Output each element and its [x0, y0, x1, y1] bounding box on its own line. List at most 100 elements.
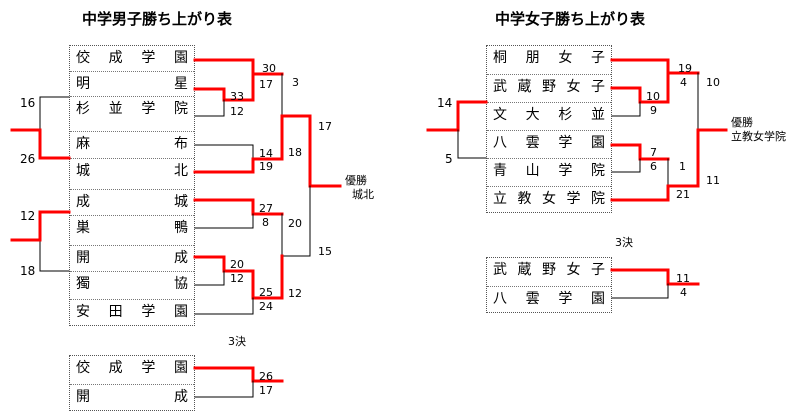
score-label: 1	[679, 160, 686, 173]
team-name: 杉並学院	[76, 101, 188, 117]
score-label: 30	[262, 62, 276, 75]
team-row: 開成	[70, 245, 194, 271]
team-row: 八雲学園	[487, 286, 611, 312]
team-name: 麻布	[76, 136, 188, 152]
team-name: 佼成学園	[76, 360, 188, 376]
score-label: 17	[318, 120, 332, 133]
team-name: 青山学院	[493, 163, 605, 179]
team-name: 武蔵野女子	[493, 79, 605, 95]
girls-title: 中学女子勝ち上がり表	[495, 10, 646, 28]
score-label: 9	[650, 104, 657, 117]
win-line	[610, 143, 670, 161]
bracket-line	[611, 283, 669, 299]
score-label: 14	[259, 147, 273, 160]
score-label: 10	[646, 90, 660, 103]
win-line	[193, 198, 284, 216]
win-line	[426, 100, 488, 132]
score-label: 26	[20, 152, 35, 166]
score-label: 5	[445, 152, 453, 166]
team-name: 開成	[76, 250, 188, 266]
winner-name: 立教女学院	[731, 129, 786, 143]
bracket-line	[457, 129, 487, 159]
bracket-line	[611, 158, 641, 173]
win-line	[193, 366, 284, 383]
score-label: 8	[262, 216, 269, 229]
team-name: 成城	[76, 194, 188, 210]
score-label: 25	[259, 286, 273, 299]
score-label: 24	[259, 300, 273, 313]
team-row: 佼成学園	[70, 46, 194, 71]
win-line	[193, 255, 284, 300]
score-label: 17	[259, 78, 273, 91]
team-row: 麻布	[70, 131, 194, 157]
team-row: 文大杉並	[487, 102, 611, 128]
bracket-line	[194, 380, 254, 398]
team-row: 立教女学院	[487, 186, 611, 212]
score-label: 11	[676, 272, 690, 285]
team-row: 杉並学院	[70, 96, 194, 122]
score-label: 12	[230, 105, 244, 118]
girls-team-list: 桐朋女子 武蔵野女子 文大杉並 八雲学園 青山学院 立教女学院	[486, 45, 612, 213]
win-line	[280, 114, 342, 188]
boys-third-list: 佼成学園 開成	[69, 355, 195, 411]
team-row: 巣鴨	[70, 215, 194, 241]
team-row: 成城	[70, 189, 194, 215]
team-name: 巣鴨	[76, 220, 188, 236]
team-row: 武蔵野女子	[487, 258, 611, 283]
score-label: 19	[678, 62, 692, 75]
score-label: 20	[230, 258, 244, 271]
score-label: 18	[288, 146, 302, 159]
score-label: 33	[230, 90, 244, 103]
bracket-line	[194, 297, 254, 315]
third-place-label: 3決	[228, 335, 246, 348]
team-row: 獨協	[70, 271, 194, 297]
team-row: 佼成学園	[70, 356, 194, 381]
win-line	[696, 128, 728, 188]
bracket-line	[611, 101, 641, 117]
score-label: 4	[680, 286, 687, 299]
team-row: 明星	[70, 71, 194, 97]
bracket-line	[194, 144, 254, 160]
score-label: 20	[288, 217, 302, 230]
score-label: 19	[259, 160, 273, 173]
girls-third-list: 武蔵野女子 八雲学園	[486, 257, 612, 313]
score-label: 26	[259, 370, 273, 383]
team-name: 八雲学園	[493, 291, 605, 307]
team-row: 城北	[70, 158, 194, 184]
score-label: 12	[20, 209, 35, 223]
team-name: 安田学園	[76, 304, 188, 320]
team-name: 明星	[76, 76, 188, 92]
team-name: 開成	[76, 389, 188, 405]
win-line	[193, 157, 284, 174]
bracket-line	[281, 185, 311, 257]
bracket-line	[194, 213, 254, 229]
win-line	[610, 58, 700, 75]
team-name: 立教女学院	[493, 191, 605, 207]
team-row: 開成	[70, 384, 194, 410]
team-name: 八雲学園	[493, 135, 605, 151]
team-name: 城北	[76, 163, 188, 179]
score-label: 6	[650, 160, 657, 173]
team-row: 青山学院	[487, 158, 611, 184]
score-label: 14	[437, 96, 452, 110]
third-place-label: 3決	[615, 236, 633, 249]
winner-name: 城北	[352, 188, 374, 201]
team-row: 桐朋女子	[487, 46, 611, 71]
win-line	[610, 184, 700, 202]
score-label: 7	[650, 146, 657, 159]
score-label: 12	[230, 272, 244, 285]
score-label: 11	[706, 174, 720, 187]
team-name: 桐朋女子	[493, 50, 605, 66]
score-label: 12	[288, 287, 302, 300]
winner-label: 優勝	[345, 173, 367, 187]
team-row: 安田学園	[70, 299, 194, 325]
team-name: 獨協	[76, 276, 188, 292]
bracket-line	[194, 99, 225, 117]
score-label: 4	[680, 76, 687, 89]
team-name: 武蔵野女子	[493, 262, 605, 278]
boys-title: 中学男子勝ち上がり表	[82, 10, 233, 28]
score-label: 16	[20, 96, 35, 110]
team-row: 八雲学園	[487, 130, 611, 156]
score-label: 21	[676, 188, 690, 201]
